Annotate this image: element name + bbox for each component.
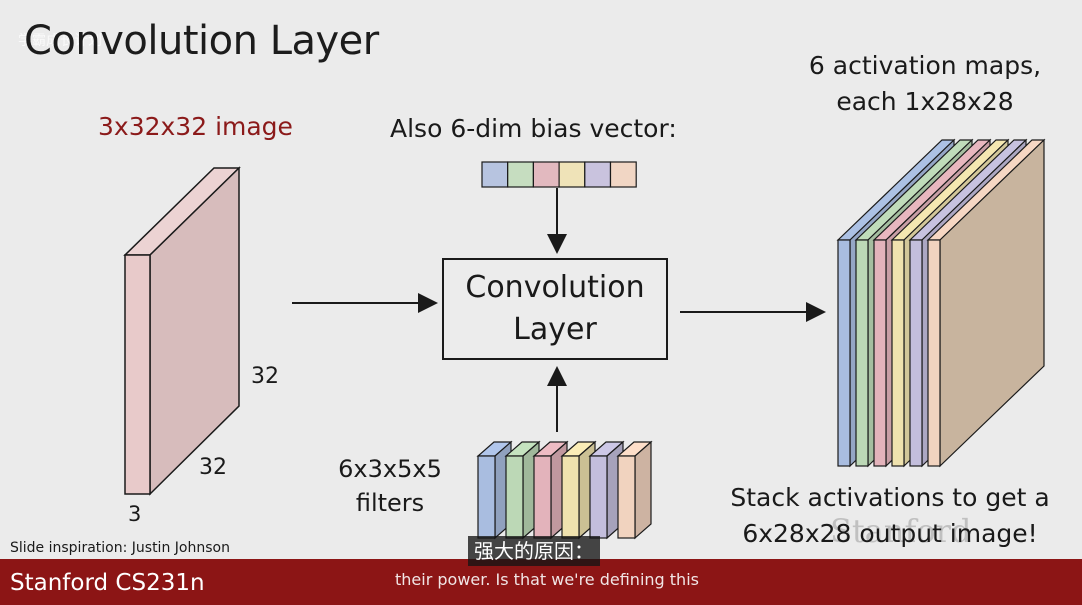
convolution-layer-box: Convolution Layer [442,258,668,360]
slide-credit: Slide inspiration: Justin Johnson [10,540,230,556]
input-dim-height: 32 [251,364,279,389]
activation-map [926,138,1046,468]
activation-map-stack [836,138,1046,468]
bias-cell [609,161,637,188]
stanford-watermark: Stanford [830,512,972,550]
bias-vector-label: Also 6-dim bias vector: [390,114,677,143]
input-image-label: 3x32x32 image [98,112,293,141]
filter-block [616,440,653,540]
input-image-block [123,166,241,496]
stack-label-line1: Stack activations to get a [730,483,1050,512]
bias-cell [532,161,560,188]
conv-box-line2: Layer [513,312,597,347]
bias-cell [481,161,509,188]
bias-cell [584,161,612,188]
conv-box-line1: Convolution [465,270,645,305]
bias-cell [558,161,586,188]
filter-block [476,440,513,540]
activation-maps-label: 6 activation maps, each 1x28x28 [780,48,1070,120]
activation-maps-label-line2: each 1x28x28 [836,87,1014,116]
input-dim-width: 32 [199,455,227,480]
bias-cell [507,161,535,188]
filters-label-line2: filters [355,489,425,517]
stack-activations-label: Stack activations to get a 6x28x28 outpu… [722,480,1058,552]
stack-label-line2: 6x28x28 output image! [742,519,1038,548]
subtitle-chinese: 强大的原因： [468,536,600,566]
filters-label-line1: 6x3x5x5 [338,455,442,483]
footer-bar [0,559,1082,605]
slide-title: Convolution Layer [24,18,379,64]
subtitle-english: their power. Is that we're defining this [395,570,699,589]
video-overlay-text: 学霸成长计划 [18,33,102,49]
bias-vector [481,161,637,188]
input-block-front [124,254,151,495]
footer-course-name: Stanford CS231n [10,570,205,596]
input-dim-depth: 3 [128,502,142,526]
filter-stack [476,440,653,540]
filters-label: 6x3x5x5 filters [325,452,455,520]
activation-maps-label-line1: 6 activation maps, [808,51,1042,80]
